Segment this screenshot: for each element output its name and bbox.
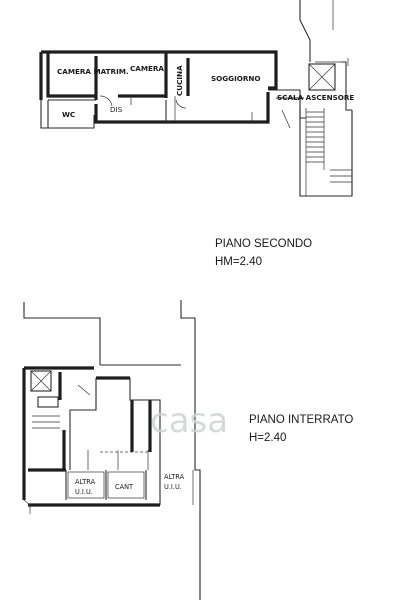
room-label-cant: CANT (115, 483, 134, 491)
room-label-scala-ascensore: SCALA ASCENSORE (277, 93, 354, 102)
room-label-camera: CAMERA (130, 64, 164, 73)
room-label-altra-uiu-right-2: U.I.U. (164, 483, 182, 491)
floor-height-second: HM=2.40 (215, 256, 262, 268)
watermark-logo: casa (150, 401, 228, 441)
room-label-soggiorno: SOGGIORNO (211, 74, 261, 83)
basement-floor-plan: ALTRA U.I.U. CANT ALTRA U.I.U. casa PIAN… (22, 300, 353, 600)
room-label-altra-uiu-left-2: U.I.U. (75, 488, 93, 496)
floor-title-basement: PIANO INTERRATO (249, 414, 353, 426)
room-label-altra-uiu-left-1: ALTRA (75, 478, 96, 486)
floor-height-basement: H=2.40 (249, 432, 286, 444)
room-label-altra-uiu-right-1: ALTRA (164, 473, 185, 481)
stair-treads (306, 111, 324, 163)
room-label-wc: WC (62, 110, 75, 119)
second-floor-plan: CAMERA MATRIM. CAMERA CUCINA SOGGIORNO W… (39, 0, 354, 268)
room-label-camera-matrim: CAMERA MATRIM. (57, 67, 129, 76)
room-label-cucina: CUCINA (175, 65, 184, 96)
floor-title-second: PIANO SECONDO (215, 238, 312, 250)
room-label-dis: DIS (110, 105, 123, 114)
